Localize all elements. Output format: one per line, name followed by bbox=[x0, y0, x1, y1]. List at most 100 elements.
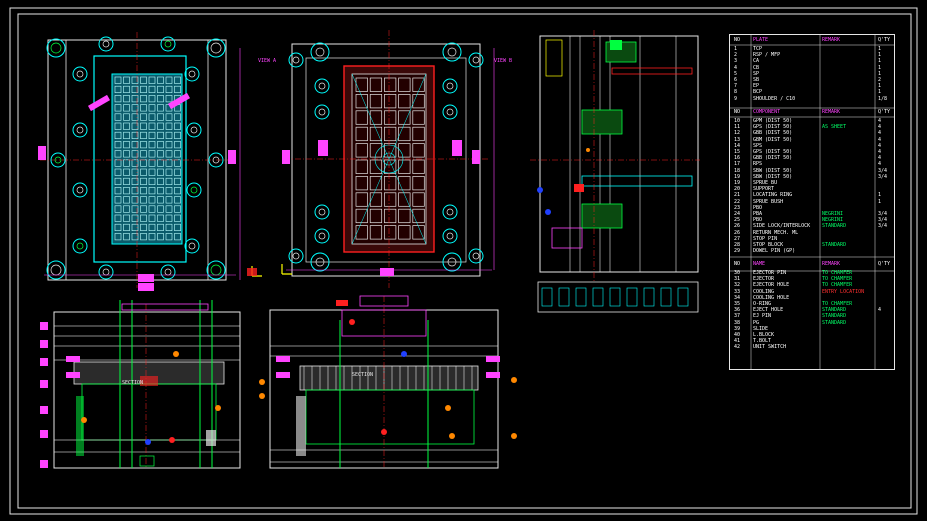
section-1-label: SECTION bbox=[122, 380, 144, 386]
cell-name: SB bbox=[753, 77, 760, 83]
cavity-cell bbox=[131, 214, 139, 222]
cavity-cell bbox=[131, 95, 139, 103]
cavity-cell bbox=[140, 187, 147, 195]
side-section-view bbox=[530, 30, 700, 313]
cavity-cell bbox=[398, 192, 411, 207]
cavity-cell bbox=[123, 223, 130, 231]
cavity-cell bbox=[140, 177, 147, 185]
cell-no: 29 bbox=[734, 248, 741, 255]
cavity-cell bbox=[114, 150, 122, 158]
cavity-cell bbox=[157, 150, 164, 158]
part-tag bbox=[486, 372, 500, 378]
cell-no: 2 bbox=[734, 52, 738, 59]
cell-qty: 4 bbox=[878, 124, 882, 131]
cell-remark: NEGRINI bbox=[822, 217, 844, 224]
cavity-cell bbox=[398, 159, 411, 174]
cell-no: 36 bbox=[734, 307, 741, 314]
cavity-cell bbox=[384, 143, 397, 158]
plan-view-moving-half bbox=[38, 32, 262, 291]
cavity-cell bbox=[165, 76, 173, 84]
cavity-cell bbox=[412, 225, 425, 240]
cell-no: 21 bbox=[734, 192, 741, 199]
cell-remark: TO CHAMFER bbox=[822, 276, 853, 283]
cell-no: 19 bbox=[734, 173, 741, 180]
cell-name: EJECT HOLE bbox=[753, 307, 784, 314]
cavity-cell bbox=[140, 95, 147, 103]
cavity-cell bbox=[165, 131, 173, 139]
cavity-cell bbox=[355, 110, 368, 125]
cell-no: 19 bbox=[734, 180, 741, 186]
cavity-cell bbox=[114, 104, 122, 112]
cavity-cell bbox=[174, 233, 181, 241]
cell-name: GBM (DIST 50) bbox=[753, 136, 793, 143]
cell-remark: TO CHAMFER bbox=[822, 282, 853, 289]
cell-qty: 1 bbox=[878, 52, 882, 59]
cavity-cell bbox=[114, 233, 122, 241]
cavity-cell bbox=[369, 225, 383, 240]
cavity-cell bbox=[157, 177, 164, 185]
cell-name: EP bbox=[753, 83, 760, 90]
cavity-cell bbox=[157, 196, 164, 204]
cell-name: SHOULDER / C10 bbox=[753, 95, 796, 102]
cell-name: PLATE bbox=[753, 37, 769, 43]
cell-name: SPRUE BUSH bbox=[753, 198, 784, 205]
guide-circle-inner bbox=[292, 252, 300, 260]
cavity-cell bbox=[355, 176, 368, 191]
cell-no: NO bbox=[734, 261, 741, 267]
cavity-cell bbox=[369, 110, 383, 125]
table-row: 2 RSP / MFP 1 bbox=[730, 52, 894, 59]
cavity-cell bbox=[369, 77, 383, 92]
cavity-cell bbox=[384, 126, 397, 142]
part-tag bbox=[40, 380, 48, 388]
cavity-cell bbox=[384, 94, 397, 109]
guide-circle-inner bbox=[188, 242, 196, 250]
cavity-cell bbox=[369, 94, 383, 109]
cell-no: 14 bbox=[734, 142, 741, 149]
cavity-cell bbox=[148, 168, 156, 176]
cell-no: 3 bbox=[734, 58, 738, 65]
cell-name: RSP / MFP bbox=[753, 52, 781, 59]
cavity-cell bbox=[165, 113, 173, 121]
cavity-cell bbox=[174, 113, 181, 121]
cavity-cell bbox=[174, 205, 181, 213]
part-tag bbox=[40, 358, 48, 366]
guide-circle-inner bbox=[447, 257, 457, 267]
guide-circle-inner bbox=[446, 82, 454, 90]
cavity-cell bbox=[412, 94, 425, 109]
guide-circle-inner bbox=[54, 156, 62, 164]
cavity-cell bbox=[114, 131, 122, 139]
cell-remark: TO CHAMFER bbox=[822, 301, 853, 307]
cell-no: 9 bbox=[734, 95, 738, 102]
plan-view-fixed-half bbox=[281, 30, 495, 288]
cell-qty: 1/8 bbox=[878, 95, 888, 102]
strip-block bbox=[558, 287, 570, 307]
cavity-cell bbox=[123, 233, 130, 241]
cell-name: SUPPORT bbox=[753, 186, 775, 193]
cell-remark: AS SHEET bbox=[822, 124, 847, 131]
cell-no: 4 bbox=[734, 64, 738, 71]
cell-name: EJECTOR PIN bbox=[753, 270, 787, 276]
cell-name: T.BOLT bbox=[753, 338, 772, 345]
cell-remark: STANDARD bbox=[822, 319, 847, 326]
view-b-label: VIEW B bbox=[494, 58, 513, 64]
cavity-cell bbox=[131, 223, 139, 231]
guide-circle bbox=[468, 248, 484, 264]
cell-name: STOP PIN bbox=[753, 235, 778, 242]
cavity-cell bbox=[123, 187, 130, 195]
cell-name: COOLING bbox=[753, 288, 775, 295]
cavity-cell bbox=[114, 223, 122, 231]
cavity-cell bbox=[398, 225, 411, 240]
cell-qty: 4 bbox=[878, 161, 882, 168]
guide-circle bbox=[98, 264, 114, 280]
cavity-cell bbox=[157, 223, 164, 231]
cavity-cell bbox=[384, 159, 397, 174]
